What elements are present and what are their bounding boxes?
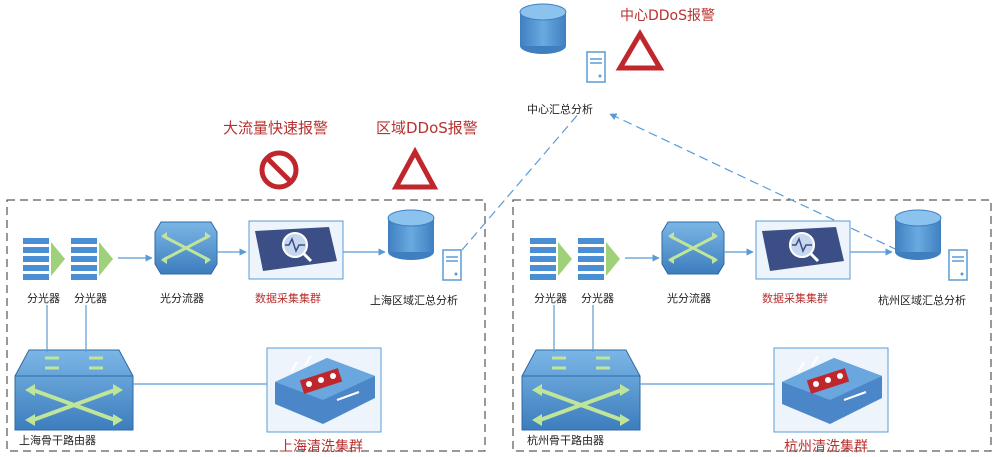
- shanghai-router-icon: [13, 348, 135, 432]
- hangzhou-splitter-1-label: 分光器: [534, 292, 567, 305]
- hangzhou-splitter-2-label: 分光器: [581, 292, 614, 305]
- shanghai-collector-label: 数据采集集群: [255, 292, 321, 305]
- region-alert-triangle-icon: [391, 146, 439, 190]
- hangzhou-router-icon: [520, 348, 642, 432]
- shanghai-splitter-2-label: 分光器: [74, 292, 107, 305]
- shanghai-to-center-link: [461, 111, 581, 251]
- shanghai-optical-splitter-label: 光分流器: [160, 292, 204, 305]
- region-alert-label: 区域DDoS报警: [376, 119, 478, 137]
- hangzhou-connectors: [553, 248, 893, 385]
- hangzhou-collector-label: 数据采集集群: [762, 292, 828, 305]
- shanghai-region-box: [6, 199, 486, 452]
- shanghai-splitter-1-label: 分光器: [27, 292, 60, 305]
- shanghai-connectors: [46, 248, 386, 385]
- shanghai-splitter-1-icon: [23, 238, 65, 280]
- shanghai-cleaning-label: 上海清洗集群: [279, 439, 363, 455]
- shanghai-optical-splitter-icon: [153, 220, 219, 276]
- hangzhou-collector-icon: [754, 219, 852, 281]
- center-alert-label: 中心DDoS报警: [620, 8, 716, 24]
- shanghai-database-icon: [387, 209, 435, 261]
- hangzhou-server-icon: [948, 249, 968, 281]
- shanghai-collector-icon: [247, 219, 345, 281]
- center-analysis-label: 中心汇总分析: [527, 103, 593, 116]
- shanghai-region-analysis-label: 上海区域汇总分析: [370, 294, 458, 307]
- no-entry-icon: [259, 150, 299, 190]
- hangzhou-database-icon: [894, 209, 942, 261]
- shanghai-splitter-2-icon: [71, 238, 113, 280]
- hangzhou-region-box: [512, 199, 992, 452]
- shanghai-server-icon: [442, 249, 462, 281]
- shanghai-cleaning-icon: [266, 347, 382, 433]
- hangzhou-cleaning-icon: [773, 347, 889, 433]
- center-alert-triangle-icon: [615, 29, 665, 71]
- hangzhou-optical-splitter-label: 光分流器: [667, 292, 711, 305]
- hangzhou-cleaning-label: 杭州清洗集群: [784, 439, 868, 455]
- hangzhou-region-analysis-label: 杭州区域汇总分析: [878, 294, 966, 307]
- center-database-icon: [519, 3, 567, 55]
- big-flow-alert-label: 大流量快速报警: [223, 119, 329, 137]
- hangzhou-splitter-1-icon: [530, 238, 572, 280]
- hangzhou-optical-splitter-icon: [660, 220, 726, 276]
- hangzhou-router-label: 杭州骨干路由器: [527, 434, 604, 447]
- center-server-icon: [586, 51, 606, 83]
- hangzhou-splitter-2-icon: [578, 238, 620, 280]
- shanghai-router-label: 上海骨干路由器: [19, 434, 96, 447]
